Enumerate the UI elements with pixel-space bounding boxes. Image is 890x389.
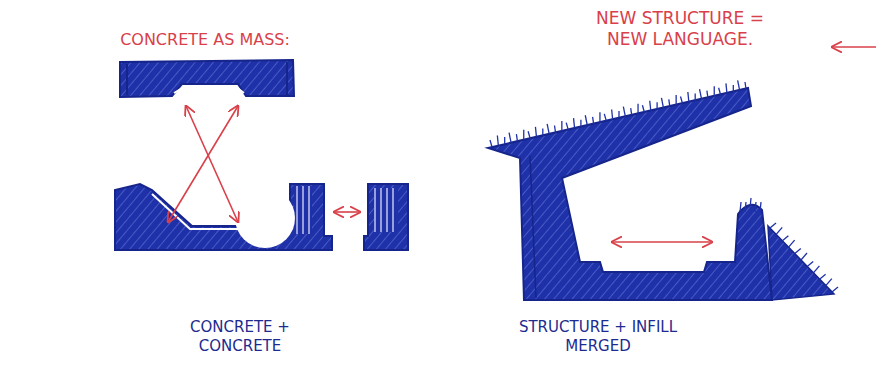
grass-stroke: [555, 126, 556, 133]
grass-stroke: [599, 112, 600, 122]
grass-stroke: [490, 140, 492, 147]
grass-stroke: [516, 134, 517, 141]
sketch-caption: STRUCTURE + INFILL MERGED: [506, 318, 691, 356]
grass-stroke: [542, 128, 543, 135]
grass-stroke: [676, 95, 677, 105]
concrete-base: [115, 184, 332, 250]
grass-stroke: [770, 223, 776, 228]
grass-stroke: [745, 202, 746, 212]
grass-stroke: [504, 137, 505, 144]
grass-stroke: [547, 124, 549, 134]
grass-stroke: [497, 136, 498, 146]
grass-stroke: [618, 111, 619, 118]
merged-structure: [488, 88, 772, 300]
grass-stroke: [719, 88, 721, 95]
grass-stroke: [574, 118, 575, 128]
grass-stroke: [801, 253, 807, 260]
grass-stroke: [707, 91, 708, 98]
grass-stroke: [745, 82, 746, 89]
grass-stroke: [669, 99, 670, 106]
grass-stroke: [832, 287, 838, 292]
slope-edge: [152, 194, 238, 229]
slab-edge: [174, 87, 244, 93]
relation-arrow: [612, 241, 712, 243]
grass-stroke: [509, 133, 511, 143]
grass-stroke: [523, 130, 524, 140]
grass-stroke: [535, 127, 536, 137]
grass-stroke: [585, 115, 587, 125]
sketch-caption: CONCRETE + CONCRETE: [178, 318, 303, 356]
grass-stroke: [813, 266, 819, 273]
grass-stroke: [661, 98, 663, 108]
grass-stroke: [528, 131, 530, 138]
grass-stroke: [642, 105, 644, 112]
grass-stroke: [623, 107, 625, 117]
grass-stroke: [738, 80, 740, 90]
note-heading: NEW STRUCTURE = NEW LANGUAGE.: [580, 8, 780, 51]
grass-stroke: [612, 109, 613, 119]
grass-stroke: [826, 279, 832, 286]
grass-stroke: [650, 101, 651, 111]
grass-stroke: [750, 198, 751, 208]
grass-stroke: [789, 240, 795, 247]
grass-stroke: [566, 123, 568, 130]
relation-arrow: [168, 106, 238, 222]
grass-stroke: [733, 85, 734, 92]
grass-stroke: [561, 121, 562, 131]
grass-hatching: [490, 80, 838, 292]
grass-stroke: [740, 202, 741, 212]
grass-stroke: [714, 86, 715, 96]
grass-stroke: [776, 227, 782, 234]
grass-stroke: [688, 92, 689, 102]
grass-stroke: [755, 202, 756, 212]
grass-stroke: [681, 97, 683, 104]
grass-stroke: [820, 274, 826, 279]
relation-arrow: [186, 106, 238, 222]
grass-stroke: [604, 114, 606, 121]
relation-arrow: [334, 211, 360, 213]
grass-stroke: [795, 249, 801, 254]
column: [294, 186, 312, 234]
grass-stroke: [580, 120, 581, 127]
grass-stroke: [726, 83, 727, 93]
grass-stroke: [807, 261, 813, 266]
grass-stroke: [760, 202, 761, 212]
grass-stroke: [637, 104, 638, 114]
note-heading: CONCRETE AS MASS:: [75, 30, 335, 50]
grass-stroke: [695, 94, 696, 101]
void-circle: [235, 188, 295, 248]
grass-stroke: [593, 117, 594, 124]
grass-stroke: [656, 102, 657, 109]
grass-stroke: [700, 89, 702, 99]
column: [374, 188, 398, 232]
grass-stroke: [631, 108, 632, 115]
grass-stroke: [782, 236, 788, 241]
concrete-block: [364, 184, 408, 250]
earth-berm: [768, 226, 834, 300]
concrete-slab: [120, 60, 294, 97]
pointer-arrow: [832, 46, 876, 48]
